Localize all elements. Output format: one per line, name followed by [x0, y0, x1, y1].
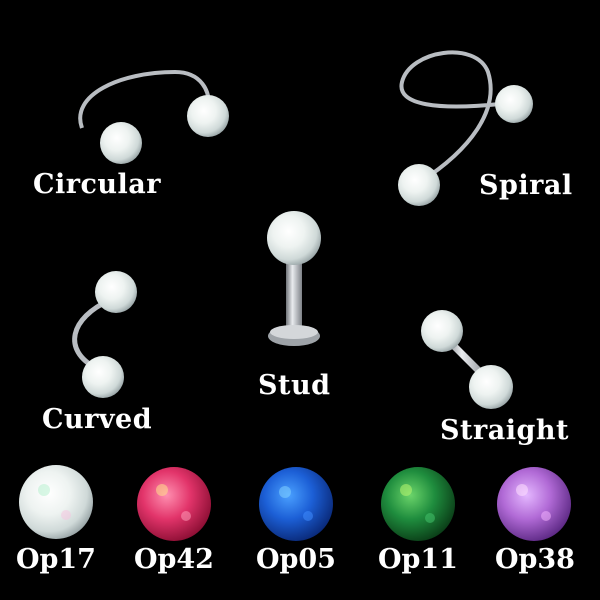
- opal-ball: [82, 356, 124, 398]
- opal-ball: [469, 365, 513, 409]
- code-op38: Op38: [495, 544, 575, 575]
- code-op11: Op11: [378, 544, 458, 575]
- opal-ball: [421, 310, 463, 352]
- opal-ball: [398, 164, 440, 206]
- code-op05: Op05: [256, 544, 336, 575]
- opal-ball: [495, 85, 533, 123]
- opal-ball: [100, 122, 142, 164]
- code-op17: Op17: [16, 544, 96, 575]
- stud-labret: [267, 211, 321, 346]
- curved-barbell: [72, 271, 137, 398]
- label-spiral: Spiral: [479, 170, 573, 201]
- swatch-op42: [137, 467, 211, 541]
- swatch-op05: [259, 467, 333, 541]
- spiral-ring: [398, 50, 533, 206]
- opal-ball: [187, 95, 229, 137]
- code-op42: Op42: [134, 544, 214, 575]
- swatch-op11: [381, 467, 455, 541]
- swatch-op17: [19, 465, 93, 539]
- opal-ball: [95, 271, 137, 313]
- circular-ring: [78, 69, 229, 164]
- color-swatches: [19, 465, 571, 541]
- label-stud: Stud: [258, 370, 331, 401]
- label-straight: Straight: [440, 415, 569, 446]
- opal-ball: [267, 211, 321, 265]
- label-circular: Circular: [33, 169, 162, 200]
- label-curved: Curved: [42, 404, 153, 435]
- straight-barbell: [421, 310, 513, 409]
- swatch-op38: [497, 467, 571, 541]
